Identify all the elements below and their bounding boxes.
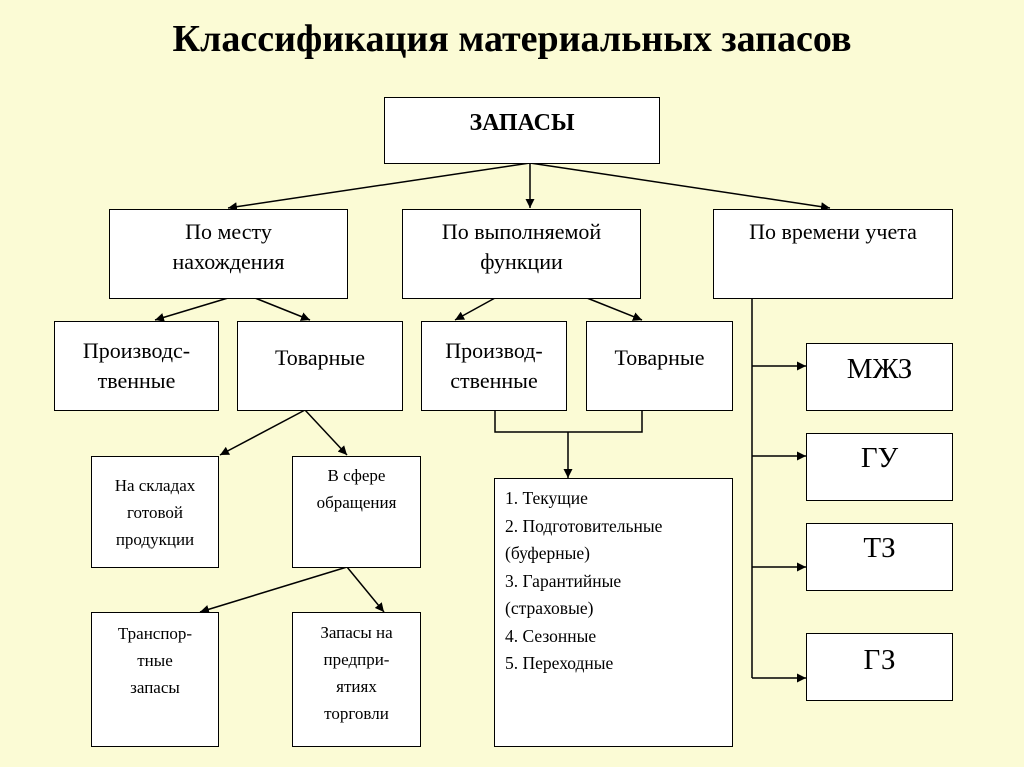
criterion-location: По месту нахождения [109,209,348,299]
location-production-line: твенные [97,368,176,393]
function-list: 1. Текущие 2. Подготовительные (буферные… [494,478,733,747]
criterion-function-line: По выполняемой [441,219,602,244]
criterion-location-line: нахождения [172,249,285,274]
time-type-tz: ТЗ [806,523,953,591]
time-type-gu: ГУ [806,433,953,501]
circulation-transport: Транспор- тные запасы [91,612,219,747]
function-production-line: Производ- [445,338,543,363]
location-production: Производс- твенные [54,321,219,411]
root-node: ЗАПАСЫ [384,97,660,164]
criterion-time: По времени учета [713,209,953,299]
circulation-trade-line: торговли [324,704,389,723]
circulation-trade-line: Запасы на [320,623,393,642]
commodity-warehouses-line: продукции [115,529,195,549]
page-title: Классификация материальных запасов [172,18,852,60]
function-list-item: 3. Гарантийные [505,570,622,591]
function-list-item: 5. Переходные [505,653,614,673]
commodity-circulation-line: В сфере [327,466,386,485]
commodity-warehouses: На складах готовой продукции [91,456,219,568]
criterion-location-line: По месту [185,219,272,244]
function-list-item: 2. Подготовительные [505,515,663,536]
criterion-time-line: По времени учета [749,219,917,244]
function-commodity-line: Товарные [614,345,705,370]
root-label: ЗАПАСЫ [469,110,575,136]
circulation-trade: Запасы на предпри- ятиях торговли [292,612,421,747]
time-type-gz: ГЗ [806,633,953,701]
circulation-transport-line: запасы [130,678,180,697]
circulation-transport-line: тные [137,651,173,670]
location-commodity-line: Товарные [275,345,365,370]
time-type-label: МЖЗ [846,353,913,385]
function-list-item: 4. Сезонные [505,625,597,646]
function-list-item: (страховые) [505,598,594,618]
function-commodity: Товарные [586,321,733,411]
commodity-warehouses-line: готовой [126,502,184,522]
time-type-label: ТЗ [863,532,896,564]
circulation-transport-line: Транспор- [117,624,193,643]
commodity-circulation-line: обращения [316,493,397,512]
commodity-warehouses-line: На складах [114,475,196,495]
circulation-trade-line: ятиях [336,677,377,696]
circulation-trade-line: предпри- [323,650,390,669]
location-production-line: Производс- [82,338,191,363]
time-type-label: ГУ [860,442,899,474]
function-list-item: (буферные) [505,543,590,563]
time-type-mzz: МЖЗ [806,343,953,411]
criterion-function-line: функции [480,249,563,274]
function-production-line: ственные [450,368,538,393]
function-production: Производ- ственные [421,321,567,411]
location-commodity: Товарные [237,321,403,411]
criterion-function: По выполняемой функции [402,209,641,299]
function-list-item: 1. Текущие [505,488,588,508]
commodity-circulation: В сфере обращения [292,456,421,568]
time-type-label: ГЗ [863,644,896,676]
